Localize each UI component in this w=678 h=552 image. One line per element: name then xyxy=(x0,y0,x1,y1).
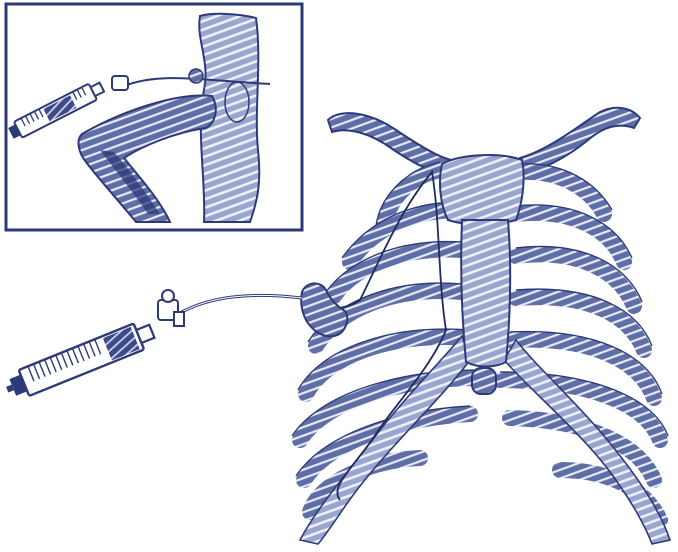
inset-ellipse xyxy=(225,82,249,122)
syringe xyxy=(2,318,157,402)
inset-tubing-connector xyxy=(112,76,128,90)
stopcock-connector xyxy=(158,290,184,326)
inset-panel xyxy=(6,4,302,230)
sternum-body xyxy=(461,220,510,367)
ribs-right xyxy=(500,172,660,520)
xiphoid-process xyxy=(472,368,496,394)
rib-cage xyxy=(292,108,670,544)
tubing xyxy=(178,295,302,314)
inset-catheter-hub xyxy=(189,69,203,83)
sternum-manubrium xyxy=(440,155,524,224)
